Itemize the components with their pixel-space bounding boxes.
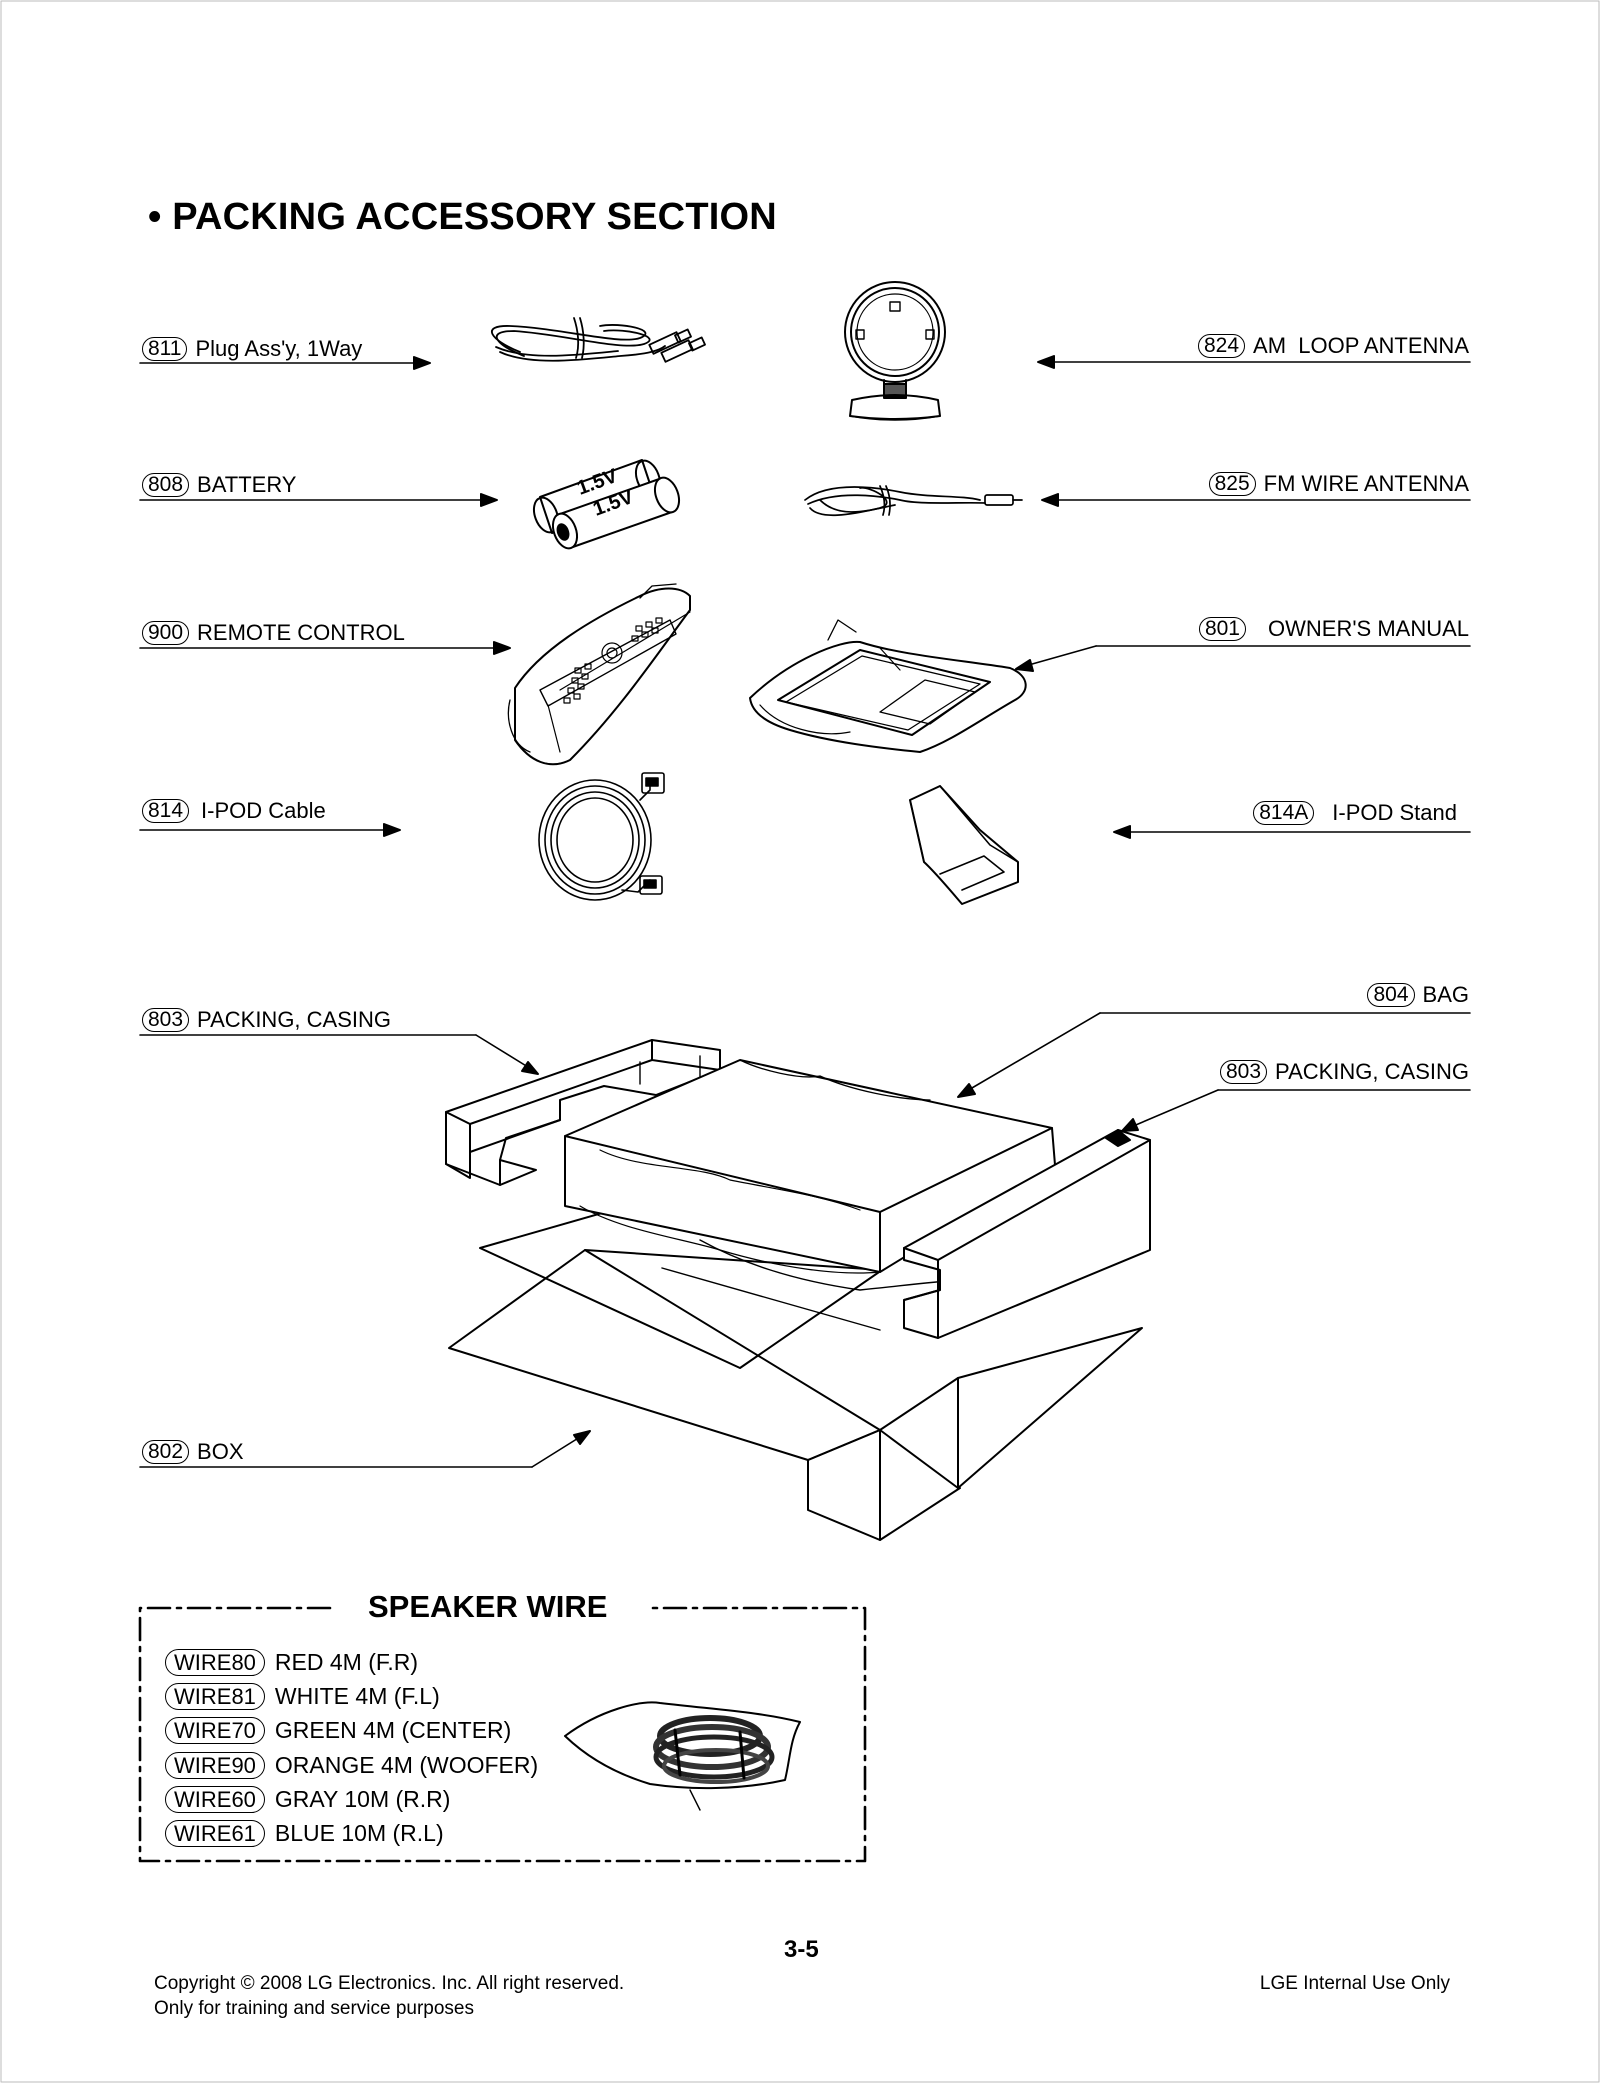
wire-description: WHITE 4M (F.L) [274, 1682, 440, 1709]
part-code-badge: 808 [142, 473, 190, 497]
part-code-badge: 801 [1198, 617, 1246, 641]
fm-wire-antenna-illustration [804, 485, 1023, 517]
packing-casing-right-illustration [903, 1129, 1151, 1339]
plug-assy-illustration [491, 317, 706, 363]
part-name: I-POD Stand [1332, 800, 1457, 825]
wire-description: RED 4M (F.R) [274, 1648, 419, 1675]
wire-description: BLUE 10M (R.L) [274, 1820, 444, 1847]
speaker-wire-list: WIRE80 RED 4M (F.R) WIRE81 WHITE 4M (F.L… [165, 1645, 538, 1851]
part-code-badge: 811 [142, 337, 188, 361]
part-code-badge: 814A [1253, 801, 1315, 825]
part-label-801: 801 OWNER'S MANUAL [1198, 616, 1469, 642]
owners-manual-illustration [749, 619, 1027, 753]
part-name: BAG [1422, 982, 1469, 1007]
part-code-badge: 803 [142, 1008, 190, 1032]
footer-copyright: Copyright © 2008 LG Electronics. Inc. Al… [154, 1973, 625, 1994]
part-label-825: 825 FM WIRE ANTENNA [1208, 471, 1469, 497]
wire-description: ORANGE 4M (WOOFER) [274, 1751, 539, 1778]
footer-purpose: Only for training and service purposes [154, 1998, 474, 2019]
footer-copyright-block: Copyright © 2008 LG Electronics. Inc. Al… [154, 1971, 624, 2021]
part-label-900: 900 REMOTE CONTROL [142, 620, 405, 646]
part-code-badge: 825 [1208, 472, 1256, 496]
page-title: • PACKING ACCESSORY SECTION [148, 196, 777, 238]
wire-code-badge: WIRE70 [165, 1717, 265, 1745]
speaker-wire-title: SPEAKER WIRE [362, 1589, 614, 1625]
leader-803-left [139, 1034, 539, 1075]
leader-804 [957, 1012, 1471, 1098]
footer-internal-use: LGE Internal Use Only [1259, 1973, 1450, 1994]
leader-825 [1041, 493, 1471, 507]
wire-code-badge: WIRE80 [165, 1648, 265, 1676]
wire-description: GRAY 10M (R.R) [274, 1785, 451, 1812]
leader-808 [139, 493, 498, 507]
part-code-badge: 802 [142, 1440, 190, 1464]
wire-description: GREEN 4M (CENTER) [274, 1717, 512, 1744]
part-code-badge: 803 [1219, 1060, 1268, 1084]
part-name: BOX [197, 1439, 244, 1464]
part-label-814A: 814A I-POD Stand [1253, 800, 1457, 826]
leader-814A [1113, 825, 1471, 839]
page-number: 3-5 [784, 1936, 819, 1963]
speaker-wire-item: WIRE60 GRAY 10M (R.R) [165, 1782, 538, 1816]
ipod-stand-illustration [909, 785, 1019, 905]
part-label-811: 811 Plug Ass'y, 1Way [142, 336, 362, 362]
part-label-803-left: 803 PACKING, CASING [142, 1007, 391, 1033]
ipod-cable-illustration [538, 772, 665, 901]
part-code-badge: 824 [1197, 334, 1246, 358]
speaker-wire-frame [138, 1606, 867, 1863]
part-name: Plug Ass'y, 1Way [195, 336, 363, 361]
part-name: AM LOOP ANTENNA [1253, 333, 1469, 358]
speaker-wire-item: WIRE80 RED 4M (F.R) [165, 1645, 538, 1679]
part-label-804: 804 BAG [1367, 982, 1469, 1008]
part-label-802: 802 BOX [142, 1439, 244, 1465]
part-name: PACKING, CASING [1275, 1059, 1469, 1084]
part-name: REMOTE CONTROL [197, 620, 405, 645]
leader-801 [1015, 645, 1471, 672]
leader-802 [139, 1430, 591, 1468]
part-label-814: 814 I-POD Cable [142, 798, 326, 824]
wire-code-badge: WIRE60 [165, 1785, 265, 1813]
part-name: OWNER'S MANUAL [1268, 616, 1469, 641]
part-label-808: 808 BATTERY [142, 472, 296, 498]
part-label-803-right: 803 PACKING, CASING [1219, 1059, 1469, 1085]
speaker-wire-item: WIRE81 WHITE 4M (F.L) [165, 1679, 538, 1713]
part-label-824: 824 AM LOOP ANTENNA [1197, 333, 1469, 359]
speaker-wire-item: WIRE90 ORANGE 4M (WOOFER) [165, 1748, 538, 1782]
part-code-badge: 814 [142, 799, 190, 823]
remote-control-illustration [507, 583, 691, 766]
part-name: BATTERY [197, 472, 297, 497]
part-name: I-POD Cable [201, 798, 326, 823]
part-code-badge: 804 [1367, 983, 1415, 1007]
wire-code-badge: WIRE90 [165, 1751, 265, 1779]
speaker-wire-item: WIRE70 GREEN 4M (CENTER) [165, 1714, 538, 1748]
packing-casing-left-illustration [445, 1039, 721, 1186]
battery-illustration: 1.5V 1.5V [532, 459, 681, 550]
speaker-wire-bundle-illustration [564, 1701, 801, 1811]
wire-code-badge: WIRE61 [165, 1820, 265, 1848]
leader-824 [1037, 355, 1471, 369]
leader-803-right [1121, 1089, 1471, 1132]
wire-code-badge: WIRE81 [165, 1682, 265, 1710]
unit-bag-illustration [564, 1059, 1056, 1291]
leader-814 [139, 823, 401, 837]
am-loop-antenna-illustration [844, 281, 946, 421]
speaker-wire-item: WIRE61 BLUE 10M (R.L) [165, 1816, 538, 1850]
part-name: PACKING, CASING [197, 1007, 392, 1032]
leader-900 [139, 641, 511, 655]
part-code-badge: 900 [142, 621, 190, 645]
leader-811 [139, 356, 431, 370]
part-name: FM WIRE ANTENNA [1263, 471, 1469, 496]
